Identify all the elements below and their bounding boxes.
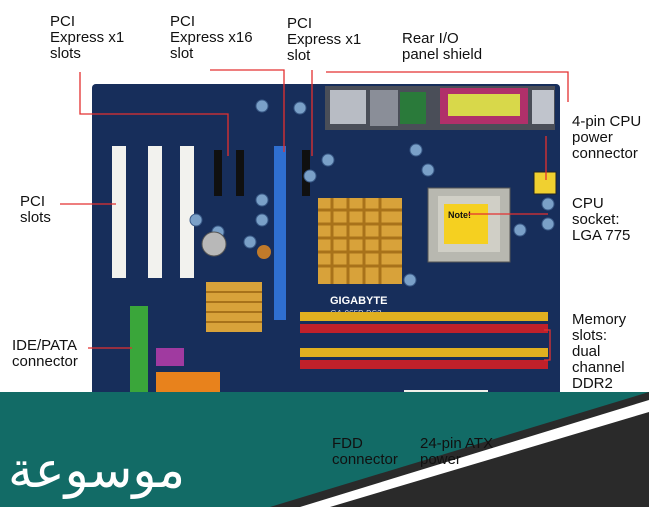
label-pci-express-x16-slot: PCI Express x16 slot xyxy=(170,13,253,62)
pci-slot-2 xyxy=(148,146,162,278)
pcie-x16-slot xyxy=(274,146,286,320)
io-port-right xyxy=(532,90,554,124)
label-cpu-socket: CPU socket: LGA 775 xyxy=(572,195,631,244)
leader-lines xyxy=(60,69,569,361)
heatsink-fins xyxy=(318,198,402,284)
socket-note-text: Note! xyxy=(448,210,471,220)
watermark-white-diag xyxy=(300,400,649,507)
pcie-x1-slot-2 xyxy=(236,150,244,196)
label-pci-express-x1-slots: PCI Express x1 slots xyxy=(50,13,125,62)
pci-slot-1 xyxy=(112,146,126,278)
cmos-battery xyxy=(201,231,227,257)
audio-jacks xyxy=(400,92,426,124)
dimm-slot-3 xyxy=(300,348,548,357)
pci-slot-3 xyxy=(180,146,194,278)
label-4-pin-cpu-power: 4-pin CPU power connector xyxy=(572,113,642,162)
dimm-slot-2 xyxy=(300,324,548,333)
usb-ports xyxy=(370,90,398,126)
southbridge-fins xyxy=(206,291,262,323)
label-fdd-connector: FDD connector xyxy=(332,435,398,468)
label-memory-slots: Memory slots: dual channel DDR2 xyxy=(572,311,627,392)
sata-connectors xyxy=(156,348,184,366)
cpu-power-connector xyxy=(533,171,557,195)
watermark-logo: موسوعة xyxy=(8,441,185,499)
parallel-port-inner xyxy=(448,94,520,116)
label-ide-pata-connector: IDE/PATA connector xyxy=(12,337,78,370)
sata-connectors-orange xyxy=(156,372,220,394)
pcie-x1-slot-1 xyxy=(214,150,222,196)
label-pci-slots: PCI slots xyxy=(20,193,51,226)
dimm-slot-1 xyxy=(300,312,548,321)
label-24-pin-atx: 24-pin ATX power xyxy=(420,435,494,468)
io-port-left xyxy=(330,90,366,124)
ide-pata-slot xyxy=(130,306,148,396)
southbridge-heatsink xyxy=(206,282,262,332)
label-rear-io-panel-shield: Rear I/O panel shield xyxy=(402,30,483,63)
label-pci-express-x1-slot: PCI Express x1 slot xyxy=(287,15,362,64)
watermark-dark-band xyxy=(270,392,649,507)
board-brand: GIGABYTE xyxy=(330,295,387,307)
dimm-slot-4 xyxy=(300,360,548,369)
choke-coil xyxy=(257,245,271,259)
socket-note-sticker xyxy=(444,204,488,244)
